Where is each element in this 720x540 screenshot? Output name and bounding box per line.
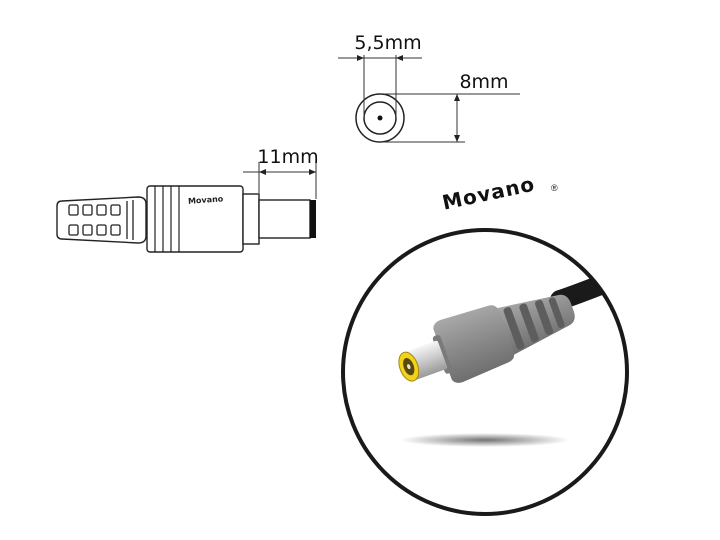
photo-slots (503, 297, 565, 350)
brand-logo-text: Movano (440, 172, 537, 215)
arrow-outer-top (454, 94, 460, 101)
plug-neck (242, 193, 260, 245)
arrow-tip-right (309, 169, 316, 175)
registered-mark: ® (551, 183, 558, 193)
plug-tip-end (310, 200, 316, 238)
ground-shadow (400, 433, 570, 447)
center-pin (377, 115, 383, 121)
side-view: Movano 11mm (56, 146, 319, 253)
tip-length-label: 11mm (257, 146, 318, 168)
brand-logo: Movano ® (440, 172, 558, 215)
outer-diameter-label: 8mm (459, 71, 508, 93)
front-view: 5,5mm 8mm (338, 32, 520, 143)
arrow-inner-left (357, 55, 364, 61)
plug-tip (258, 199, 311, 239)
strain-relief (56, 196, 147, 244)
photo-body (433, 305, 515, 383)
plug-photo (398, 294, 575, 383)
arrow-inner-right (396, 55, 403, 61)
arrow-tip-left (259, 169, 266, 175)
side-logo: Movano (188, 194, 224, 205)
inset-circle-border (341, 228, 629, 516)
strain-relief-slots (68, 200, 134, 240)
arrow-outer-bottom (454, 135, 460, 142)
inner-diameter-label: 5,5mm (354, 32, 421, 54)
photo-inset (341, 228, 629, 516)
